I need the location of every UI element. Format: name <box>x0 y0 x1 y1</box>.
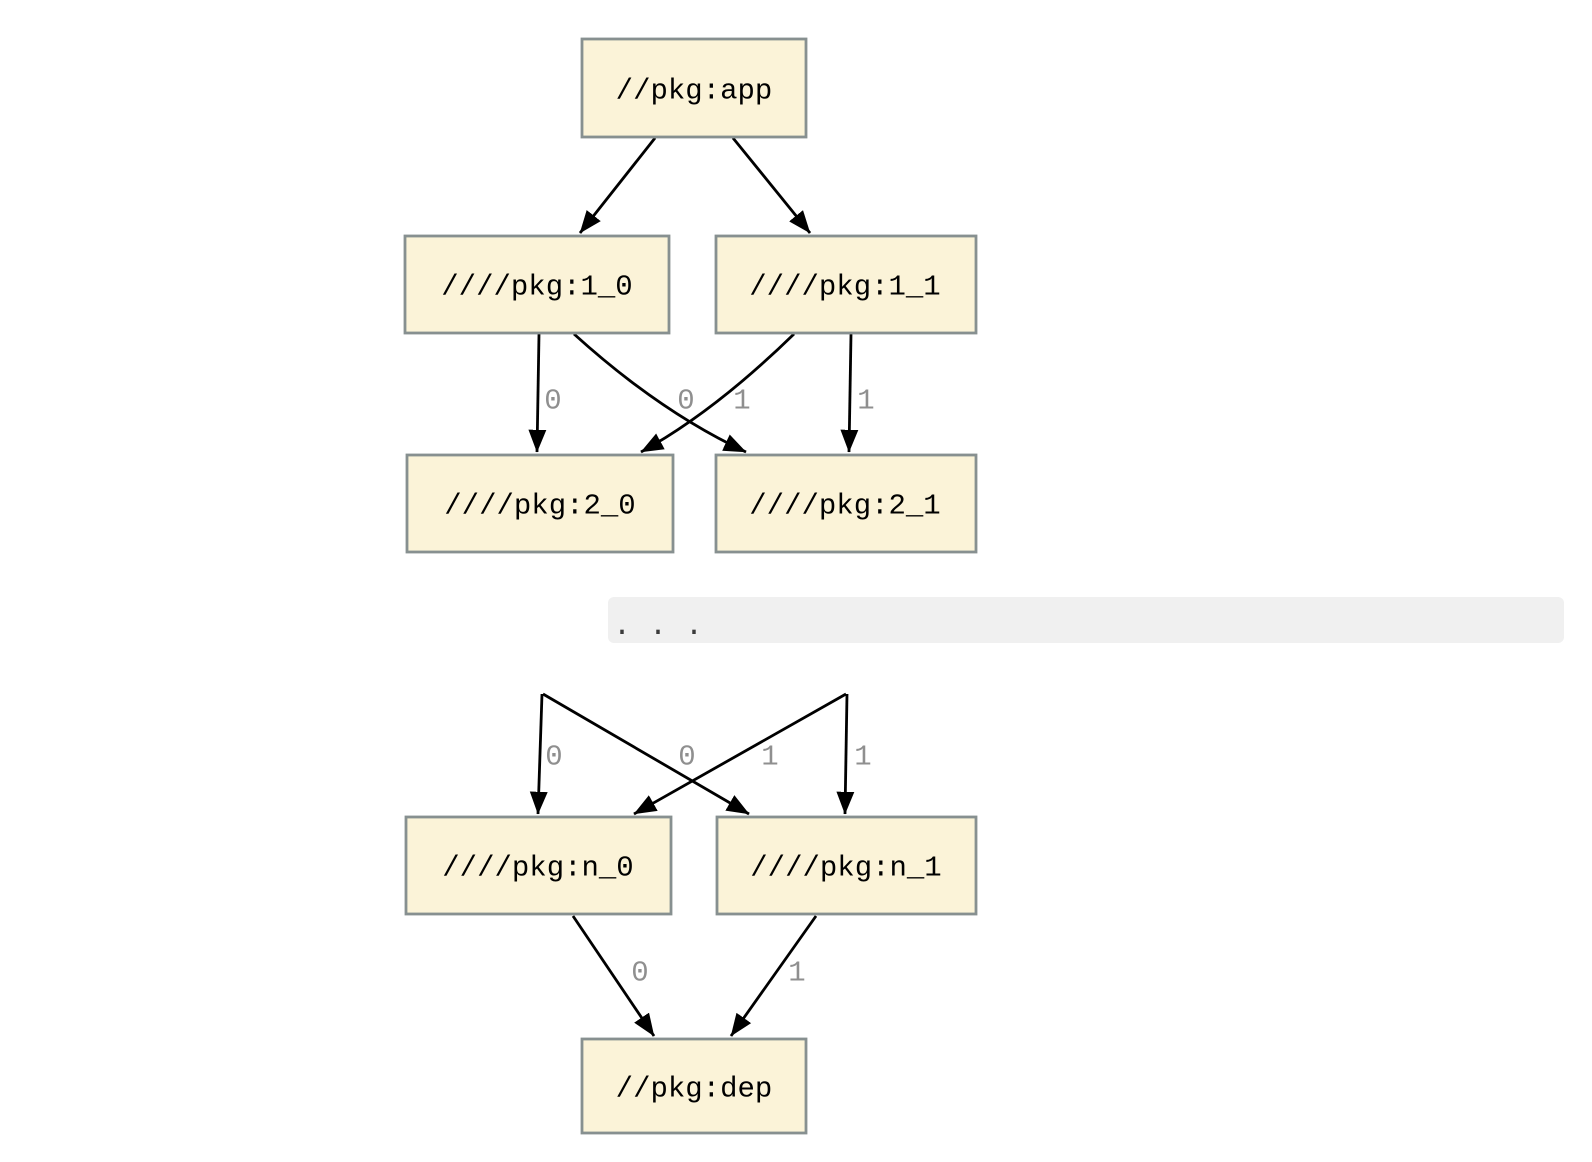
node-n-1-label: ////pkg:n_1 <box>750 852 941 885</box>
node-1-1: ////pkg:1_1 <box>714 234 978 335</box>
node-2-0: ////pkg:2_0 <box>405 453 675 554</box>
node-2-0-box <box>405 453 675 554</box>
node-1-0-label: ////pkg:1_0 <box>441 271 632 304</box>
node-dep: //pkg:dep <box>580 1037 808 1135</box>
edge-label-elided-left-to-n-0: 0 <box>545 741 562 774</box>
edge-elided-right-to-n-0 <box>633 692 847 816</box>
node-n-1-box <box>715 815 978 916</box>
node-2-1-box <box>714 453 978 554</box>
elided-levels-band-bg <box>608 597 1564 643</box>
edge-1-1-to-2-1 <box>840 333 859 453</box>
node-2-1: ////pkg:2_1 <box>714 453 978 554</box>
node-n-0-box <box>404 815 673 916</box>
node-n-1: ////pkg:n_1 <box>715 815 978 916</box>
node-n-0: ////pkg:n_0 <box>404 815 673 916</box>
node-app-label: //pkg:app <box>616 75 773 108</box>
edge-n-1-to-dep <box>729 915 818 1037</box>
node-2-1-label: ////pkg:2_1 <box>749 490 940 523</box>
edge-label-elided-right-to-n-1: 1 <box>854 741 871 774</box>
edge-label-1-0-to-2-0: 0 <box>544 385 561 418</box>
node-app: //pkg:app <box>580 37 808 139</box>
edge-label-1-1-to-2-1: 1 <box>857 385 874 418</box>
node-n-0-label: ////pkg:n_0 <box>442 852 633 885</box>
edge-label-elided-left-to-n-1: 1 <box>761 741 778 774</box>
edge-1-0-to-2-1 <box>573 332 747 454</box>
edge-elided-right-to-n-1 <box>836 693 855 815</box>
edge-n-0-to-dep <box>571 915 656 1037</box>
node-dep-label: //pkg:dep <box>616 1073 773 1106</box>
node-1-0-box <box>403 234 671 335</box>
node-2-0-label: ////pkg:2_0 <box>444 490 635 523</box>
edge-1-1-to-2-0 <box>640 332 795 454</box>
edge-app-to-1-1 <box>731 137 812 234</box>
node-dep-box <box>580 1037 808 1135</box>
edge-label-1-0-to-2-1: 1 <box>733 385 750 418</box>
edge-label-elided-right-to-n-0: 0 <box>678 741 695 774</box>
edge-label-1-1-to-2-0: 0 <box>677 385 694 418</box>
edge-app-to-1-0 <box>578 137 657 234</box>
edge-1-0-to-2-0 <box>528 333 547 453</box>
node-1-1-box <box>714 234 978 335</box>
edge-elided-left-to-n-1 <box>542 692 750 816</box>
edge-label-n-1-to-dep: 1 <box>788 957 805 990</box>
node-app-box <box>580 37 808 139</box>
edge-elided-left-to-n-0 <box>529 693 548 815</box>
edge-label-n-0-to-dep: 0 <box>631 957 648 990</box>
node-1-0: ////pkg:1_0 <box>403 234 671 335</box>
node-1-1-label: ////pkg:1_1 <box>749 271 940 304</box>
ellipsis-text: . . . <box>613 610 703 644</box>
elided-levels-band: . . . <box>608 597 1564 644</box>
